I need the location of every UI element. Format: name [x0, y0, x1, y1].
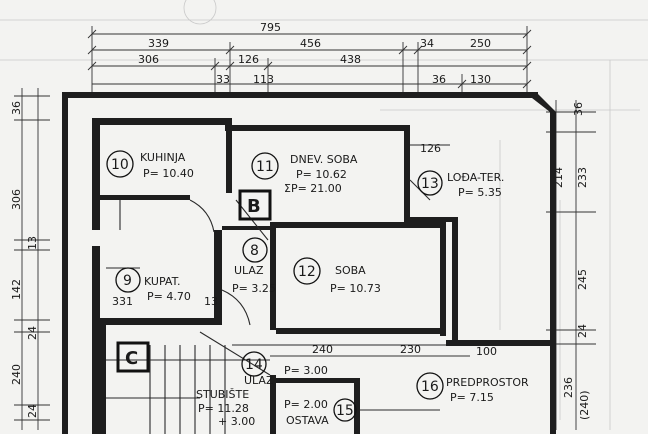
room-9: 9 KUPAT. P= 4.70 331 13 [112, 267, 218, 308]
room-area-plus: + 3.00 [218, 415, 255, 428]
dim-left-3: 13 [26, 236, 39, 250]
room-14: 14 ULAZ P= 3.00 STUBIŠTE P= 11.28 + 3.00 [196, 351, 328, 428]
room-12: 12 SOBA P= 10.73 [293, 257, 381, 295]
dim-inner-230: 230 [400, 343, 421, 356]
room-area: P= 10.62 [296, 168, 347, 181]
walls [62, 92, 556, 434]
dim-top-1: 339 [148, 37, 169, 50]
room-name: KUPAT. [144, 275, 180, 288]
room-name: DNEV. SOBA [290, 153, 358, 166]
room-number: 15 [336, 403, 354, 419]
dim-top-3: 34 [420, 37, 434, 50]
room-number: 13 [421, 176, 439, 192]
dim-left-2: 306 [10, 189, 23, 210]
room-area: P= 4.70 [147, 290, 191, 303]
dim-inner-100: 100 [476, 345, 497, 358]
dim-left-6: 240 [10, 364, 23, 385]
dim-top-2: 456 [300, 37, 321, 50]
dim-right-6: 236 [562, 377, 575, 398]
block-c-badge: C [116, 341, 150, 373]
room-name: ULAZ [244, 374, 274, 387]
left-dimension-chain: 36 306 13 142 24 240 24 [10, 88, 50, 430]
room-name: PREDPROSTOR [446, 376, 529, 389]
right-dimension-chain: 36 214 233 245 24 236 (240) [546, 100, 596, 430]
dim-left-5: 24 [26, 326, 39, 340]
dim-loggia-width: 126 [420, 142, 441, 155]
dim-right-3: 233 [576, 167, 589, 188]
dim-top-7: 438 [340, 53, 361, 66]
dim-top-total: 795 [260, 21, 281, 34]
dim-left-7: 24 [26, 404, 39, 418]
stair-treads [149, 345, 226, 434]
room-name: SOBA [335, 264, 366, 277]
room-area-total: ΣP= 21.00 [284, 182, 342, 195]
room-number: 14 [245, 357, 263, 373]
dim-top-6: 126 [238, 53, 259, 66]
room-number: 8 [250, 243, 259, 259]
dim-bath-b: 13 [204, 295, 218, 308]
block-b-badge: B [238, 189, 272, 221]
dim-top-8: 33 [216, 73, 230, 86]
dim-bath-a: 331 [112, 295, 133, 308]
room-name: ULAZ [234, 264, 264, 277]
room-area: P= 5.35 [458, 186, 502, 199]
inner-dimension-chain: 240 230 100 [270, 343, 497, 358]
dim-left-4: 142 [10, 279, 23, 300]
room-number: 16 [421, 379, 439, 395]
block-b-label: B [247, 196, 261, 217]
room-area: P= 10.73 [330, 282, 381, 295]
dim-left-1: 36 [10, 101, 23, 115]
room-area: P= 10.40 [143, 167, 194, 180]
room-11: 11 DNEV. SOBA P= 10.62 ΣP= 21.00 [251, 152, 358, 195]
room-area-stairs: P= 11.28 [198, 402, 249, 415]
room-name: OSTAVA [286, 414, 329, 427]
room-name: LOĐA-TER. [447, 171, 504, 184]
room-number: 10 [111, 157, 129, 173]
block-c-label: C [125, 348, 138, 369]
room-10: 10 KUHINJA P= 10.40 [106, 150, 194, 180]
dim-top-11: 130 [470, 73, 491, 86]
dim-right-1: 36 [572, 102, 585, 116]
room-area: P= 3.25 [232, 282, 276, 295]
room-number: 9 [123, 273, 132, 289]
room-16: 16 PREDPROSTOR P= 7.15 [416, 372, 529, 404]
dim-top-4: 250 [470, 37, 491, 50]
room-number: 11 [256, 159, 274, 175]
room-subname: STUBIŠTE [196, 388, 249, 401]
dim-inner-240: 240 [312, 343, 333, 356]
room-name: KUHINJA [140, 151, 186, 164]
room-area: P= 3.00 [284, 364, 328, 377]
room-area: P= 2.00 [284, 398, 328, 411]
dim-right-4: 245 [576, 269, 589, 290]
dim-top-5: 306 [138, 53, 159, 66]
top-dimension-chain: 795 339 456 34 250 306 126 438 33 113 36… [87, 21, 532, 92]
dim-top-10: 36 [432, 73, 446, 86]
dim-right-7: (240) [578, 390, 591, 420]
room-8: 8 ULAZ P= 3.25 [232, 237, 276, 295]
room-15: 15 P= 2.00 OSTAVA [284, 398, 357, 427]
room-area: P= 7.15 [450, 391, 494, 404]
door-swings [106, 144, 450, 411]
room-number: 12 [298, 264, 316, 280]
room-13: 13 LOĐA-TER. P= 5.35 126 [417, 142, 504, 199]
dim-right-5: 24 [576, 324, 589, 338]
dim-top-9: 113 [253, 73, 274, 86]
